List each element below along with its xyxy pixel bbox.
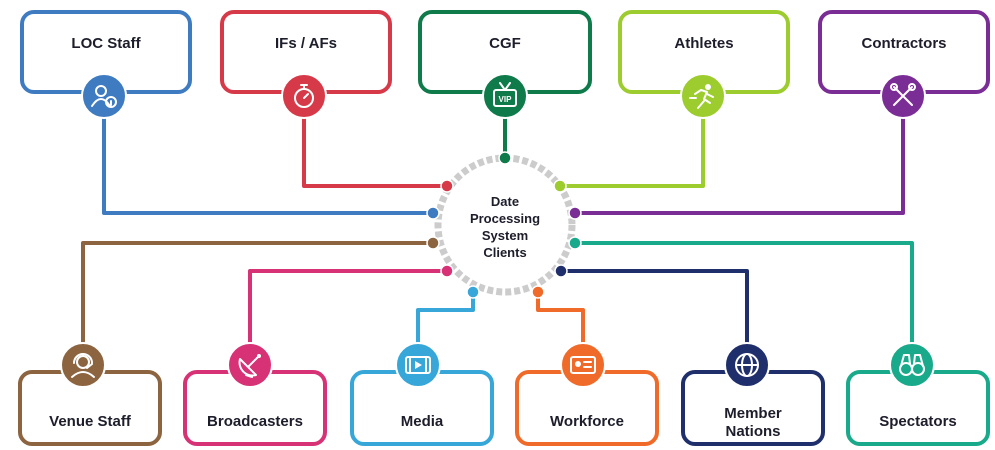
stopwatch-icon: [281, 73, 327, 119]
connector-dot-contractors: [568, 206, 582, 220]
connector-dots: [426, 151, 582, 299]
connector-dot-venue-staff: [426, 236, 440, 250]
client-box-broadcasters: Broadcasters: [183, 370, 327, 446]
connectors: [81, 100, 914, 350]
client-label-broadcasters: Broadcasters: [207, 413, 303, 430]
client-label-member-nations-line-1: Member: [724, 405, 782, 422]
staff-info-icon: [81, 73, 127, 119]
connector-dot-athletes: [553, 179, 567, 193]
center-label-line-4: Clients: [483, 245, 526, 260]
connector-dot-ifs-afs: [440, 179, 454, 193]
globe-icon: [724, 342, 770, 388]
connector-media: [416, 292, 475, 350]
icon-badge: [281, 73, 327, 119]
id-card-icon: [560, 342, 606, 388]
connector-ifs-afs: [302, 100, 447, 188]
connector-venue-staff: [81, 241, 433, 350]
satellite-dish-icon: [227, 342, 273, 388]
icon-badge: [560, 342, 606, 388]
client-label-athletes: Athletes: [674, 35, 733, 52]
connector-dot-spectators: [568, 236, 582, 250]
connector-athletes: [560, 100, 705, 188]
client-label-cgf: CGF: [489, 35, 521, 52]
video-film-icon: [395, 342, 441, 388]
client-label-spectators: Spectators: [879, 413, 957, 430]
connector-contractors: [575, 100, 905, 215]
binoculars-icon: [889, 342, 935, 388]
center-label-line-1: Date: [491, 194, 519, 209]
center-label-line-3: System: [482, 228, 528, 243]
svg-text:VIP: VIP: [499, 95, 513, 104]
client-label-workforce: Workforce: [550, 413, 624, 430]
connector-dot-cgf: [498, 151, 512, 165]
client-label-member-nations-line-2: Nations: [725, 423, 780, 440]
connector-dot-member-nations: [554, 264, 568, 278]
client-icons: VIP: [60, 73, 935, 388]
center-label-line-2: Processing: [470, 211, 540, 226]
client-box-athletes: Athletes: [618, 10, 790, 94]
connector-dot-media: [466, 285, 480, 299]
connector-loc-staff: [102, 100, 433, 215]
connector-dot-loc-staff: [426, 206, 440, 220]
client-label-loc-staff: LOC Staff: [71, 35, 141, 52]
runner-icon: [680, 73, 726, 119]
connector-member-nations: [561, 269, 749, 350]
connector-workforce: [536, 292, 585, 350]
client-label-media: Media: [401, 413, 444, 430]
client-boxes: LOC Staff IFs / AFs CGF Athletes Contractors…: [18, 10, 990, 446]
vip-tv-icon: VIP: [482, 73, 528, 119]
client-box-ifs-afs: IFs / AFs: [220, 10, 392, 94]
connector-broadcasters: [248, 269, 447, 350]
client-box-media: Media: [350, 370, 494, 446]
client-label-ifs-afs: IFs / AFs: [275, 35, 337, 52]
client-box-venue-staff: Venue Staff: [18, 370, 162, 446]
icon-badge: [680, 73, 726, 119]
client-label-contractors: Contractors: [861, 35, 946, 52]
center-node: Date Processing System Clients: [434, 154, 576, 296]
icon-badge: [482, 73, 528, 119]
headset-person-icon: [60, 342, 106, 388]
connector-spectators: [575, 241, 914, 350]
client-box-workforce: Workforce: [515, 370, 659, 446]
client-label-venue-staff: Venue Staff: [49, 413, 132, 430]
connector-dot-broadcasters: [440, 264, 454, 278]
icon-badge: [60, 342, 106, 388]
icon-badge: [889, 342, 935, 388]
connector-dot-workforce: [531, 285, 545, 299]
tools-icon: [880, 73, 926, 119]
